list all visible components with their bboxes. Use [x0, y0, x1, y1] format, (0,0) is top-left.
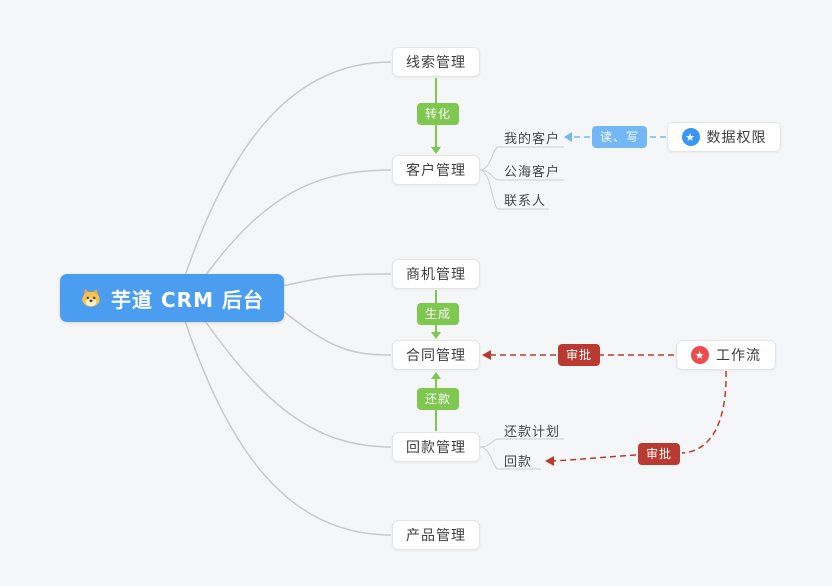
red-arrow-head-contract	[482, 350, 491, 360]
node-label: 回款管理	[406, 440, 466, 456]
edge-badge-approve-contract: 审批	[558, 344, 601, 366]
connector-repayment	[479, 446, 541, 470]
connector-contract	[282, 310, 392, 356]
connector-my-customers	[479, 146, 564, 171]
edge-badge-repay: 还款	[417, 388, 460, 410]
connector-opportunity	[282, 273, 392, 287]
node-product-management: 产品管理	[392, 520, 480, 550]
sub-branch-connectors	[479, 146, 564, 470]
connector-leads	[184, 61, 392, 277]
node-label: 产品管理	[406, 528, 466, 544]
connector-customers	[204, 169, 392, 277]
star-icon: ★	[691, 346, 709, 364]
node-data-permission: ★ 数据权限	[667, 122, 781, 152]
red-dashed-arrows	[489, 354, 727, 462]
root-node-crm-backend: 芋道 CRM 后台	[60, 274, 284, 322]
connector-repayment-plan	[479, 438, 564, 448]
node-opportunity-management: 商机管理	[392, 259, 480, 289]
star-icon: ★	[681, 128, 700, 146]
red-arrow-head-repayment	[545, 456, 554, 466]
subnode-my-customers: 我的客户	[504, 132, 561, 147]
node-leads-management: 线索管理	[392, 47, 480, 77]
blue-arrow-head	[564, 132, 572, 142]
dashed-workflow-to-approve2	[681, 370, 727, 454]
connector-product	[184, 320, 392, 536]
node-label: 商机管理	[406, 267, 466, 283]
arrow-convert-head	[431, 147, 441, 154]
edge-badge-convert: 转化	[417, 103, 460, 125]
dog-icon	[82, 288, 100, 307]
node-workflow: ★ 工作流	[676, 340, 776, 370]
node-customer-management: 客户管理	[392, 155, 480, 185]
connector-contacts	[479, 169, 549, 210]
connector-receivable	[204, 320, 392, 448]
node-contract-management: 合同管理	[392, 340, 480, 370]
subnode-public-customers: 公海客户	[504, 165, 561, 180]
connector-public-customers	[479, 169, 564, 181]
subnode-contacts: 联系人	[504, 194, 547, 209]
edge-badge-approve-repayment: 审批	[638, 443, 681, 465]
node-label: 客户管理	[406, 163, 466, 179]
green-arrows	[431, 78, 441, 431]
node-label: 数据权限	[706, 130, 767, 146]
node-label: 合同管理	[406, 348, 466, 364]
arrow-repay-head	[431, 372, 441, 379]
subnode-repayment-plan: 还款计划	[504, 425, 561, 440]
dashed-approve2-to-repayment	[551, 454, 637, 462]
subnode-repayment: 回款	[504, 455, 533, 470]
arrow-generate-head	[431, 332, 441, 339]
root-node-label: 芋道 CRM 后台	[111, 287, 264, 312]
root-branch-connectors	[184, 61, 392, 536]
edge-badge-generate: 生成	[417, 303, 460, 325]
edge-badge-read-write: 读、写	[592, 126, 648, 148]
node-receivable-management: 回款管理	[392, 432, 480, 462]
node-label: 工作流	[716, 348, 761, 364]
node-label: 线索管理	[406, 55, 466, 71]
